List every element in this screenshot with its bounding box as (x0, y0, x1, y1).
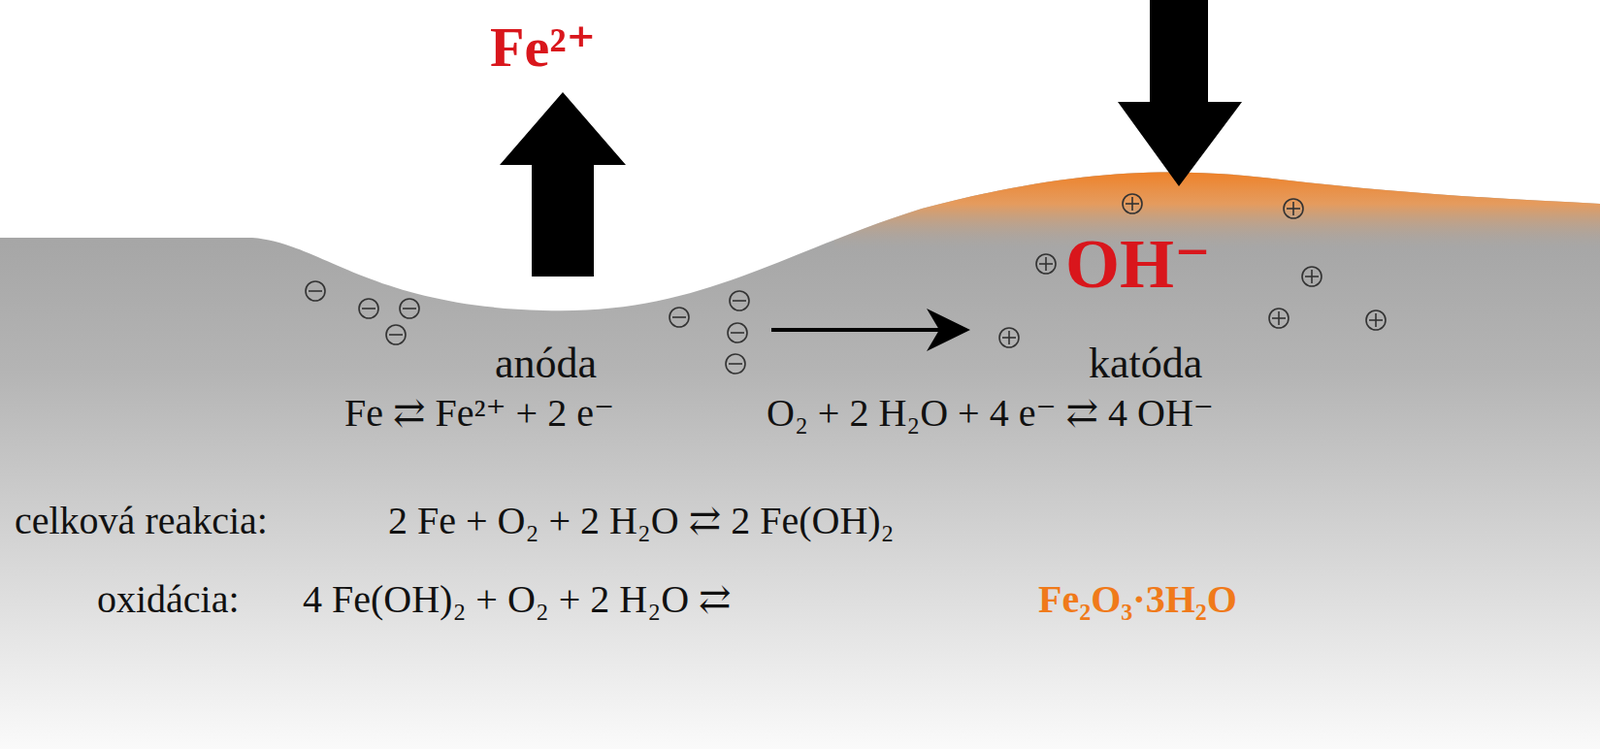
positive-charge (1283, 198, 1304, 219)
positive-charge (999, 327, 1019, 348)
reaction-equation: 4 Fe(OH)₂ + O₂ + 2 H₂O ⇄ (302, 580, 732, 620)
electrode-label: katóda (1088, 342, 1203, 386)
row-heading: celková reakcia: (14, 501, 268, 541)
rust-formula: Fe₂O₃·3H₂O (1038, 580, 1238, 620)
electron-charge (729, 291, 750, 311)
positive-charge (1302, 266, 1322, 287)
half-reaction: Fe ⇄ Fe²⁺ + 2 e⁻ (344, 393, 615, 433)
electrode-label: anóda (494, 342, 597, 386)
row-heading: oxidácia: (97, 580, 240, 620)
electron-charge (386, 325, 406, 345)
positive-charge (1122, 194, 1143, 214)
electron-charge (725, 354, 746, 374)
rust-layer (834, 155, 1600, 262)
electron-charge (727, 323, 748, 343)
positive-charge (1269, 308, 1289, 328)
electron-charge (669, 307, 689, 327)
ion-label: Fe²⁺ (489, 19, 596, 76)
electron-charge (305, 281, 326, 301)
electron-flow-arrowhead (926, 308, 971, 352)
electron-charge (399, 298, 420, 319)
down-arrow (1117, 0, 1242, 187)
half-reaction: O₂ + 2 H₂O + 4 e⁻ ⇄ 4 OH⁻ (766, 393, 1214, 433)
positive-charge (1036, 254, 1056, 274)
reaction-equation: 2 Fe + O₂ + 2 H₂O ⇄ 2 Fe(OH)₂ (388, 501, 895, 541)
up-arrow (499, 92, 626, 277)
positive-charge (1366, 310, 1386, 330)
ion-label: OH⁻ (1065, 228, 1211, 299)
electron-flow-arrow (771, 327, 956, 332)
electron-charge (359, 298, 379, 319)
